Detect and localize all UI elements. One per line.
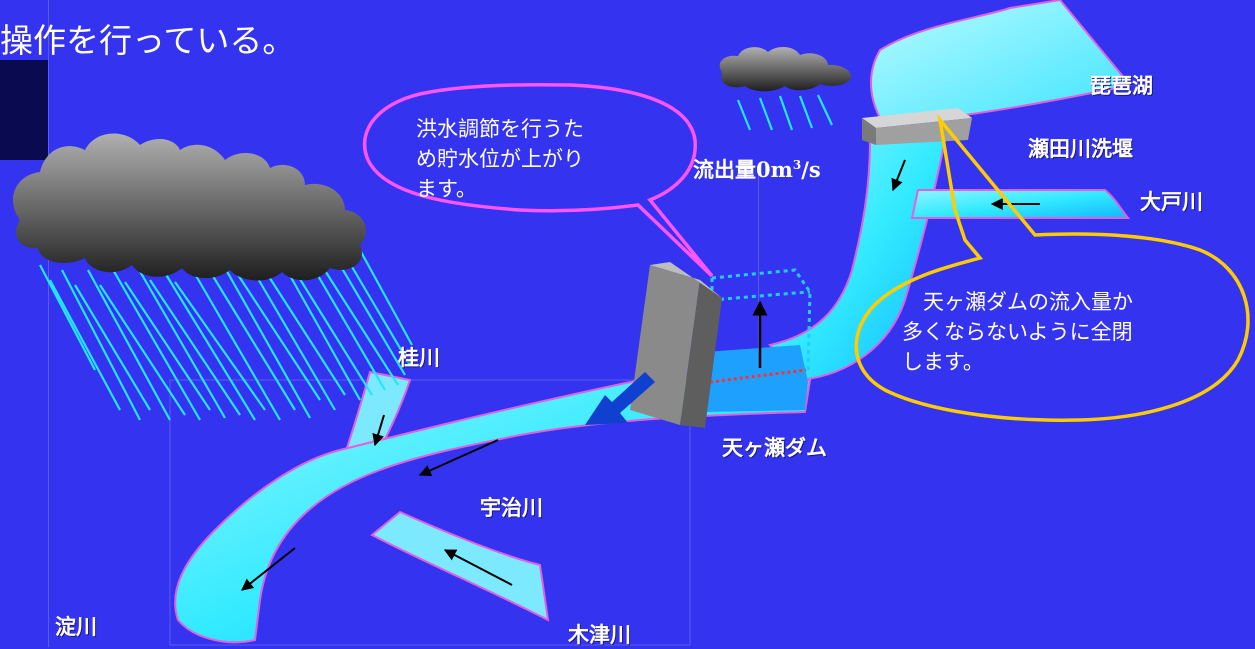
bubble-weir-line-3: します。	[902, 350, 984, 374]
label-biwako: 琵琶湖	[1090, 74, 1153, 98]
dam-reservoir	[705, 345, 808, 412]
weir-gate-icon	[862, 108, 972, 145]
caption-text: 操作を行っている。	[0, 21, 296, 60]
bubble-dam-text: 洪水調節を行うた め貯水位が上がり ます。	[416, 114, 584, 204]
dam-outflow-arrow	[585, 372, 655, 425]
heavy-rain	[39, 239, 413, 421]
left-dark-panel	[0, 60, 48, 160]
dam-gate-icon	[630, 262, 722, 428]
bubble-dam-line-3: ます。	[416, 177, 477, 201]
bubble-dam-line-1: 洪水調節を行うた	[416, 117, 584, 141]
water-level-line	[709, 368, 807, 384]
bubble-weir-line-2: 多くならないように全閉	[902, 320, 1133, 344]
flow-arrow-icon	[241, 159, 1040, 591]
lake-biwa	[870, 0, 1132, 120]
label-seta-weir: 瀬田川洗堰	[1028, 137, 1133, 161]
small-rain-cloud-icon	[719, 46, 852, 92]
light-rain	[736, 94, 833, 131]
large-rain-cloud-icon	[12, 133, 366, 281]
label-yodogawa: 淀川	[55, 615, 97, 639]
outflow-sup: 3	[792, 158, 802, 172]
bubble-dam-line-2: め貯水位が上がり	[416, 147, 584, 171]
frame-line-left	[48, 0, 49, 647]
label-katsuragawa: 桂川	[398, 346, 440, 370]
bubble-dam-outline	[362, 82, 714, 278]
frame-rect	[169, 379, 691, 646]
outflow-prefix: 流出量0m	[693, 157, 793, 182]
label-amagase-dam: 天ヶ瀬ダム	[722, 436, 827, 460]
outflow-label: 流出量0m3/s	[693, 154, 821, 184]
bubble-weir-text: 天ヶ瀬ダムの流入量か 多くならないように全閉 します。	[902, 287, 1133, 377]
label-kizugawa: 木津川	[568, 623, 631, 647]
bubble-weir-outline	[854, 113, 1250, 422]
frame-line-right	[758, 168, 759, 398]
kizugawa-river	[370, 510, 550, 622]
bubble-weir-line-1: 天ヶ瀬ダムの流入量か	[902, 290, 1133, 314]
outflow-suffix: /s	[801, 157, 821, 182]
label-ootogawa: 大戸川	[1140, 190, 1203, 214]
label-ujigawa: 宇治川	[480, 496, 543, 520]
